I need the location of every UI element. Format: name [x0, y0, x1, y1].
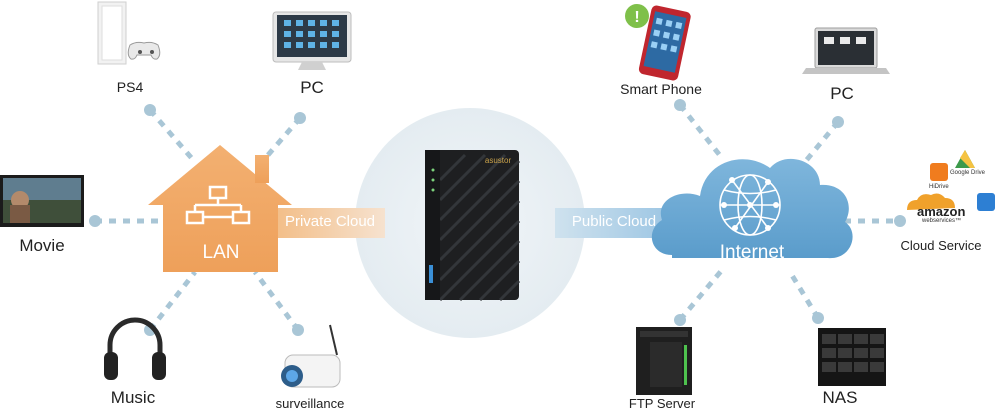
- dot-nas: [812, 312, 824, 324]
- pc-left-icon: [272, 11, 352, 70]
- label-google-drive: Google Drive: [950, 170, 986, 176]
- label-music: Music: [110, 388, 156, 407]
- hidrive-logo: [930, 163, 948, 181]
- smartphone-icon: !: [625, 4, 691, 81]
- lan-house: [148, 145, 292, 272]
- label-cloud-service: Cloud Service: [900, 238, 982, 253]
- label-internet: Internet: [719, 242, 785, 263]
- label-nas: NAS: [822, 388, 858, 407]
- label-ps4: PS4: [116, 79, 144, 95]
- dot-pc-right: [832, 116, 844, 128]
- label-amazon: amazon: [917, 204, 966, 219]
- label-pc-left: PC: [300, 78, 324, 97]
- line-nas: [787, 270, 821, 320]
- ftp-server-icon: [636, 327, 692, 395]
- network-icon: [185, 185, 251, 225]
- dot-ps4: [144, 104, 156, 116]
- line-ps4: [148, 108, 197, 164]
- line-surveillance: [252, 270, 301, 332]
- cloud-blue-logo: [977, 193, 995, 211]
- label-private-cloud: Private Cloud: [284, 213, 376, 230]
- line-pc-right: [798, 120, 840, 170]
- label-movie: Movie: [19, 236, 65, 255]
- label-ftp-server: FTP Server: [628, 396, 696, 411]
- label-pc-right: PC: [830, 84, 854, 103]
- label-smart-phone: Smart Phone: [620, 81, 702, 97]
- movie-tv-icon: [0, 175, 84, 227]
- label-lan: LAN: [202, 242, 240, 263]
- laptop-icon: [802, 27, 890, 74]
- svg-text:!: !: [634, 9, 639, 26]
- internet-cloud: [651, 158, 853, 259]
- dot-surveillance: [292, 324, 304, 336]
- endpoint-dots: [89, 99, 906, 336]
- label-hidrive: HiDrive: [929, 184, 949, 190]
- line-music: [148, 270, 197, 332]
- line-ftp: [678, 268, 724, 322]
- dot-ftp: [674, 314, 686, 326]
- label-aws: webservices™: [922, 218, 962, 224]
- dot-phone: [674, 99, 686, 111]
- headphones-icon: [104, 317, 166, 380]
- cloud-service-logos: [907, 150, 995, 211]
- line-phone: [678, 103, 724, 160]
- surveillance-camera-icon: [281, 324, 341, 388]
- nas-brand-label: asustor: [485, 156, 512, 165]
- dot-pc-left: [294, 112, 306, 124]
- nas-rack-icon: [818, 328, 886, 386]
- asustor-nas-device: asustor: [425, 150, 521, 302]
- dot-cloud-service: [894, 215, 906, 227]
- dot-movie: [89, 215, 101, 227]
- ps4-icon: [97, 1, 161, 65]
- label-public-cloud: Public Cloud: [571, 213, 657, 230]
- label-surveillance: surveillance: [275, 396, 345, 411]
